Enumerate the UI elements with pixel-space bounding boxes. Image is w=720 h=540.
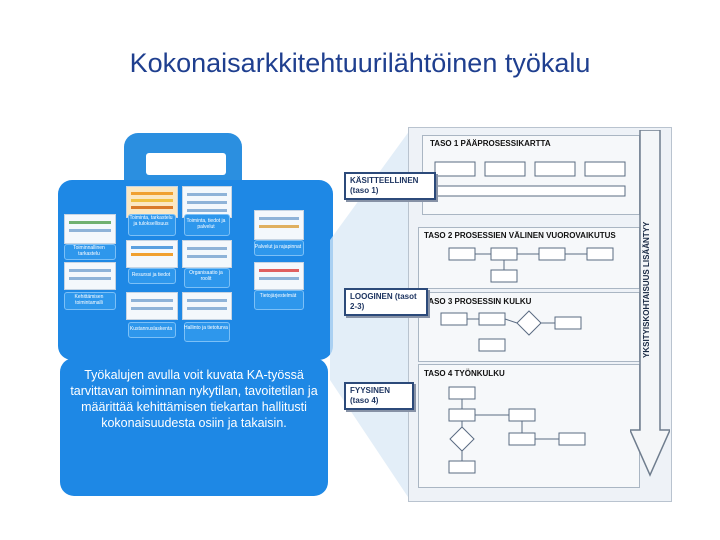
tool-label-7: Kehittämisen toimintamalli <box>74 294 104 306</box>
pill-2 <box>184 214 230 236</box>
level2-flow-icon <box>448 247 614 283</box>
tool-label-5: Resurssi ja tiedot <box>131 272 171 278</box>
logical-tag: LOOGINEN (tasot 2-3) <box>344 288 428 316</box>
level4-box <box>418 364 640 488</box>
conceptual-tag: KÄSITTEELLINEN (taso 1) <box>344 172 436 200</box>
pill-7 <box>64 292 116 310</box>
pill-3 <box>254 240 304 256</box>
logical-tag-text: LOOGINEN (tasot 2-3) <box>350 292 417 311</box>
thumbnail-5 <box>126 240 178 268</box>
detail-increases-label: YKSITYISKOHTAISUUS LISÄÄNTYY <box>642 221 651 359</box>
thumbnail-9 <box>126 292 178 320</box>
physical-tag: FYYSINEN (taso 4) <box>344 382 414 410</box>
thumbnail-3 <box>64 214 116 244</box>
slide-title: Kokonaisarkkitehtuurilähtöinen työkalu <box>129 48 591 78</box>
level1-label: TASO 1 PÄÄPROSESSIKARTTA <box>430 139 551 148</box>
tool-label-8: Tietojärjestelmät <box>259 293 297 299</box>
level4-label: TASO 4 TYÖNKULKU <box>424 369 505 378</box>
tool-label-4: Toiminnallinen tarkastelu <box>73 245 105 257</box>
thumbnail-7 <box>64 262 116 290</box>
thumbnail-2 <box>182 186 232 218</box>
pill-10 <box>184 322 230 342</box>
tool-label-2: Toiminta, tiedot ja palvelut <box>186 218 226 230</box>
physical-tag-text: FYYSINEN (taso 4) <box>350 386 391 405</box>
callout-text: Työkalujen avulla voit kuvata KA-työssä … <box>70 368 318 430</box>
thumbnail-6 <box>182 240 232 268</box>
level2-label: TASO 2 PROSESSIEN VÄLINEN VUOROVAIKUTUS <box>424 231 616 240</box>
callout-box <box>60 358 328 496</box>
down-arrow-icon <box>630 130 670 477</box>
conceptual-tag-text: KÄSITTEELLINEN (taso 1) <box>350 176 419 195</box>
tool-label-10: Hallinto ja tietoturva <box>184 325 228 331</box>
level2-box <box>418 227 640 289</box>
level3-label: TASO 3 PROSESSIN KULKU <box>424 297 532 306</box>
thumbnail-4 <box>254 210 304 240</box>
pill-9 <box>128 322 176 338</box>
level1-box <box>422 135 640 215</box>
thumbnail-8 <box>254 262 304 290</box>
tool-label-6: Organisaatio ja roolit <box>189 270 223 282</box>
level3-box <box>418 292 640 362</box>
tool-label-9: Kustannuslaskenta <box>129 326 173 332</box>
level4-flow-icon <box>448 386 586 474</box>
pill-8 <box>254 290 304 310</box>
pill-1 <box>128 214 176 236</box>
toolbox-handle-slot <box>146 153 226 175</box>
pill-5 <box>128 268 176 284</box>
tool-label-1: Toiminta, tarkastelu ja tuloksellisuus <box>129 215 173 227</box>
tool-label-3: Palvelut ja rajapinnat <box>254 244 302 250</box>
thumbnail-10 <box>182 292 232 320</box>
level3-flow-icon <box>440 310 582 352</box>
pill-6 <box>184 268 230 288</box>
pill-4 <box>64 244 116 260</box>
